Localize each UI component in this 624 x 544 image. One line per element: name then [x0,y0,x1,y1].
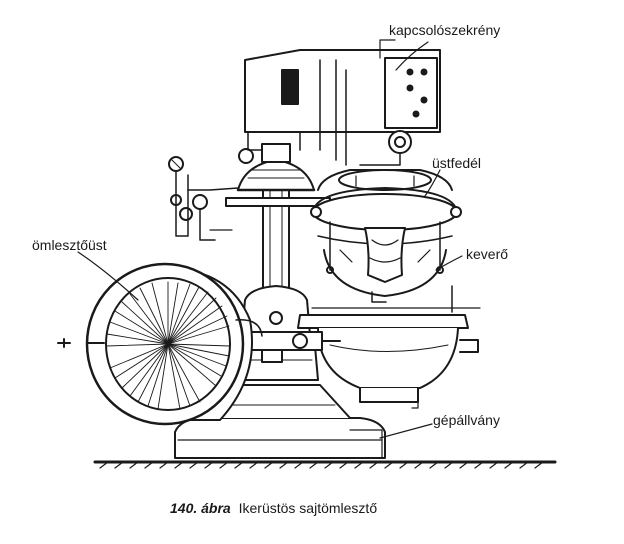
figure-title: Ikerüstös sajtömlesztő [238,500,378,516]
figure-number: 140. [170,500,198,516]
floor [93,460,557,469]
left-valves [168,156,239,241]
label-machine-stand: gépállvány [433,412,500,428]
leader-lines [77,41,463,439]
pouring-kettle [57,262,263,426]
mixer-blade [323,227,447,303]
switch-cabinet [244,39,441,166]
gear-housing [225,143,331,207]
machine-stand [174,384,386,459]
label-kettle-lid: üstfedél [432,155,482,171]
right-kettle [297,285,481,409]
figure-caption: 140. ábra Ikerüstös sajtömlesztő [170,500,377,516]
label-pouring-kettle: ömlesztőüst [32,237,107,253]
label-switch-cabinet: kapcsolószekrény [389,22,501,38]
label-mixer: keverő [466,246,509,262]
figure-word: ábra [201,500,231,516]
right-kettle-lid [310,169,462,274]
